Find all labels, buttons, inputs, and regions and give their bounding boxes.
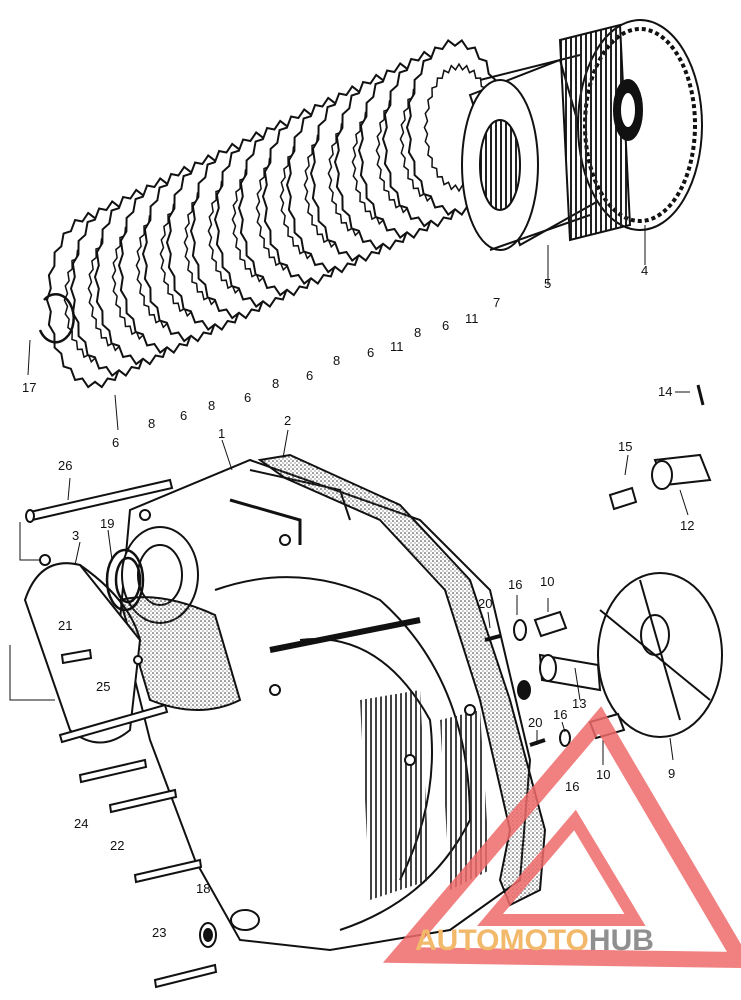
label-17: 17 — [22, 380, 36, 395]
label-13: 13 — [572, 696, 586, 711]
label-12: 12 — [680, 518, 694, 533]
label-8a: 8 — [148, 416, 155, 431]
label-16a: 16 — [508, 577, 522, 592]
label-20a: 20 — [478, 596, 492, 611]
label-25: 25 — [96, 679, 110, 694]
label-23: 23 — [152, 925, 166, 940]
label-24: 24 — [74, 816, 88, 831]
label-20b: 20 — [528, 715, 542, 730]
label-11b: 11 — [465, 311, 479, 326]
label-26: 26 — [58, 458, 72, 473]
label-8c: 8 — [272, 376, 279, 391]
label-6f: 6 — [442, 318, 449, 333]
label-10a: 10 — [540, 574, 554, 589]
label-2: 2 — [284, 413, 291, 428]
label-19: 19 — [100, 516, 114, 531]
clutch-outer-gear — [558, 19, 703, 242]
part-labels: 17 6 8 6 8 6 8 6 8 6 11 8 6 11 7 5 4 14 … — [22, 263, 694, 940]
label-9: 9 — [668, 766, 675, 781]
svg-text:AUTOMOTOHUB: AUTOMOTOHUB — [415, 924, 654, 957]
label-15: 15 — [618, 439, 632, 454]
watermark-moto: MOTO — [499, 924, 588, 957]
label-1: 1 — [218, 426, 225, 441]
label-7: 7 — [493, 295, 500, 310]
label-3: 3 — [72, 528, 79, 543]
label-14: 14 — [658, 384, 672, 399]
label-6d: 6 — [306, 368, 313, 383]
leader-lines — [9, 225, 690, 765]
label-16b: 16 — [553, 707, 567, 722]
circlip — [38, 293, 75, 344]
label-6e: 6 — [367, 345, 374, 360]
o-ring — [105, 548, 145, 612]
watermark-hub: HUB — [589, 924, 654, 957]
watermark-auto: AUTO — [415, 924, 499, 957]
label-21: 21 — [58, 618, 72, 633]
label-5: 5 — [544, 276, 551, 291]
label-8e: 8 — [414, 325, 421, 340]
clutch-cover — [118, 458, 532, 952]
label-8b: 8 — [208, 398, 215, 413]
watermark-logo: AUTOMOTOHUB — [382, 706, 741, 969]
label-16c: 16 — [565, 779, 579, 794]
label-6c: 6 — [244, 390, 251, 405]
label-6b: 6 — [180, 408, 187, 423]
clutch-plate-stack — [45, 38, 505, 389]
label-22: 22 — [110, 838, 124, 853]
pressure-parts — [484, 384, 723, 747]
label-8d: 8 — [333, 353, 340, 368]
label-10b: 10 — [596, 767, 610, 782]
label-11a: 11 — [390, 339, 404, 354]
label-18: 18 — [196, 881, 210, 896]
label-4: 4 — [641, 263, 648, 278]
label-6a: 6 — [112, 435, 119, 450]
bolts — [25, 478, 218, 989]
